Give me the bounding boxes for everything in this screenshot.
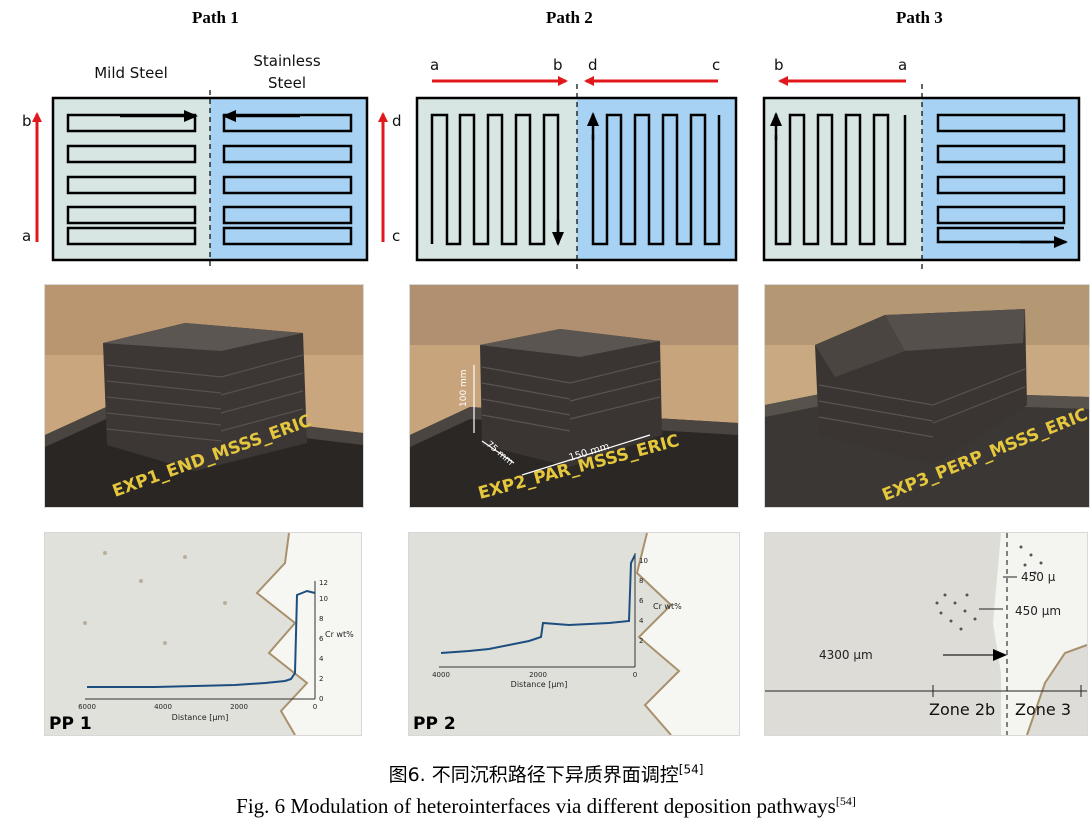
micrograph-zones: 4300 μm 450 μm 450 μ Zone 2b Zone 3 (764, 532, 1088, 736)
pp1-xticks-label: 0 (313, 703, 317, 711)
svg-text:a: a (898, 56, 907, 74)
path-3-title: Path 3 (896, 8, 943, 27)
svg-text:b: b (774, 56, 784, 74)
svg-text:b: b (553, 56, 563, 74)
pp1-yticks-label: 0 (319, 695, 323, 703)
svg-text:c: c (392, 227, 400, 245)
stainless-steel-label: Stainless (253, 52, 320, 70)
svg-text:Distance [μm]: Distance [μm] (172, 713, 229, 722)
pp1-xticks-label: 6000 (78, 703, 96, 711)
path-2-diagram: a b d c (415, 56, 738, 270)
pp1-yticks-label: 4 (319, 655, 324, 663)
path-3-diagram: b a (762, 56, 1081, 270)
mild-steel-region (53, 98, 210, 260)
svg-text:Zone 2b: Zone 2b (929, 700, 995, 719)
path-2-title: Path 2 (546, 8, 593, 27)
svg-text:4300 μm: 4300 μm (819, 648, 873, 662)
photo-exp1: EXP1_END_MSSS_ERIC (44, 284, 364, 508)
svg-text:Distance [μm]: Distance [μm] (511, 680, 568, 689)
pp1-xticks-label: 2000 (230, 703, 248, 711)
pp2-xticks-label: 4000 (432, 671, 450, 679)
path-1-title: Path 1 (192, 8, 239, 27)
pp2-yticks-label: 2 (639, 637, 643, 645)
svg-text:b: b (22, 112, 32, 130)
svg-text:d: d (588, 56, 598, 74)
stainless-steel-label-2: Steel (268, 74, 306, 92)
caption-chinese: 图6. 不同沉积路径下异质界面调控[54] (388, 762, 704, 786)
pp2-cr-profile (440, 554, 636, 654)
svg-text:100 mm: 100 mm (459, 369, 469, 407)
svg-text:Zone 3: Zone 3 (1015, 700, 1071, 719)
svg-text:Cr wt%: Cr wt% (653, 602, 682, 611)
svg-text:PP 1: PP 1 (49, 714, 92, 734)
pp1-yticks-label: 8 (319, 615, 323, 623)
svg-text:d: d (392, 112, 402, 130)
pp2-yticks-label: 8 (639, 577, 643, 585)
photo-exp3: EXP3_PERP_MSSS_ERIC (764, 284, 1090, 508)
pp2-xticks-label: 0 (633, 671, 637, 679)
pp2-xticks-label: 2000 (529, 671, 547, 679)
pp1-cr-profile (87, 589, 316, 688)
micrograph-pp2: 4000 2000 0 2 4 6 8 10 Cr wt% Distance [μm] PP… (408, 532, 740, 736)
deposition-path-diagrams: Mild Steel Stainless Steel b a d c a (22, 52, 1081, 270)
mild-steel-label: Mild Steel (94, 64, 168, 82)
pp2-yticks-label: 4 (639, 617, 644, 625)
pp1-yticks-label: 2 (319, 675, 323, 683)
svg-text:Cr wt%: Cr wt% (325, 630, 354, 639)
pp1-xticks-label: 4000 (154, 703, 172, 711)
path-1-diagram: Mild Steel Stainless Steel b a d c (22, 52, 402, 270)
svg-text:PP 2: PP 2 (413, 714, 456, 734)
pp2-yticks-label: 10 (639, 557, 648, 565)
svg-text:a: a (22, 227, 31, 245)
svg-text:450 μ: 450 μ (1021, 570, 1056, 584)
svg-text:450 μm: 450 μm (1015, 604, 1061, 618)
pp1-yticks-label: 6 (319, 635, 324, 643)
micrograph-pp1: 6000 4000 2000 0 0 2 4 6 8 10 12 Cr wt% Distance … (44, 532, 362, 736)
pp2-yticks-label: 6 (639, 597, 644, 605)
photo-exp2: 100 mm 75 mm 150 mm EXP2_PAR_MSSS_ERIC (409, 284, 739, 508)
pp1-yticks-label: 10 (319, 595, 328, 603)
svg-text:a: a (430, 56, 439, 74)
stainless-steel-region (210, 98, 367, 260)
caption-english: Fig. 6 Modulation of heterointerfaces vi… (236, 794, 856, 818)
pp1-yticks-label: 12 (319, 579, 328, 587)
svg-text:c: c (712, 56, 720, 74)
